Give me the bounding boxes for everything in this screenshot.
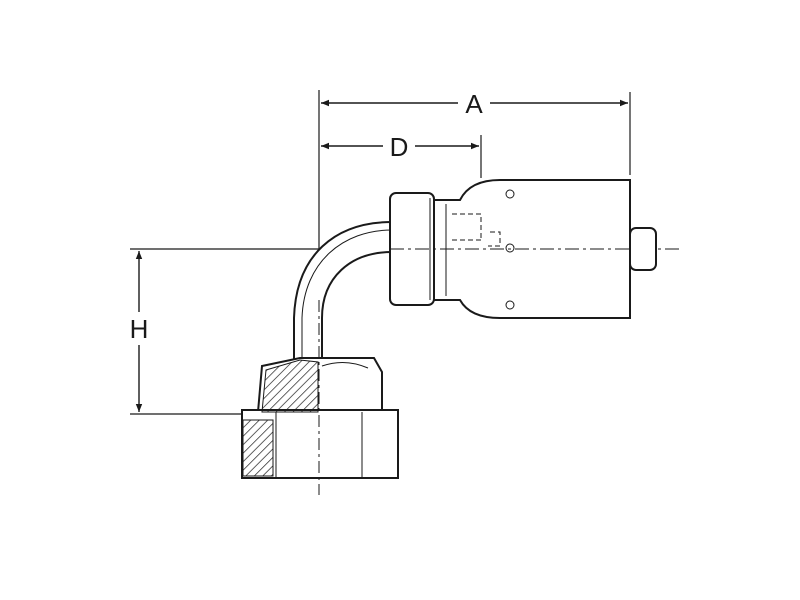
hose-socket <box>389 179 680 319</box>
swivel-nut <box>241 300 399 495</box>
dimension-label-h: H <box>130 314 149 344</box>
crimp-hole-top <box>505 189 515 199</box>
socket-shell <box>433 179 631 319</box>
elbow-tube <box>293 221 393 363</box>
dimension-d: D <box>321 132 482 178</box>
elbow-inner-line <box>301 229 393 360</box>
seat-section-hatch <box>261 359 319 413</box>
hidden-insert-lines <box>452 213 501 247</box>
dimension-label-a: A <box>465 89 483 119</box>
dimension-h: H <box>130 248 395 415</box>
end-cap <box>629 227 657 271</box>
crimp-hole-bottom <box>505 300 515 310</box>
dimension-label-d: D <box>390 132 409 162</box>
crimp-hole-middle <box>505 243 515 253</box>
nut-section-hatch <box>242 419 274 477</box>
nut-curve-line <box>321 362 369 369</box>
